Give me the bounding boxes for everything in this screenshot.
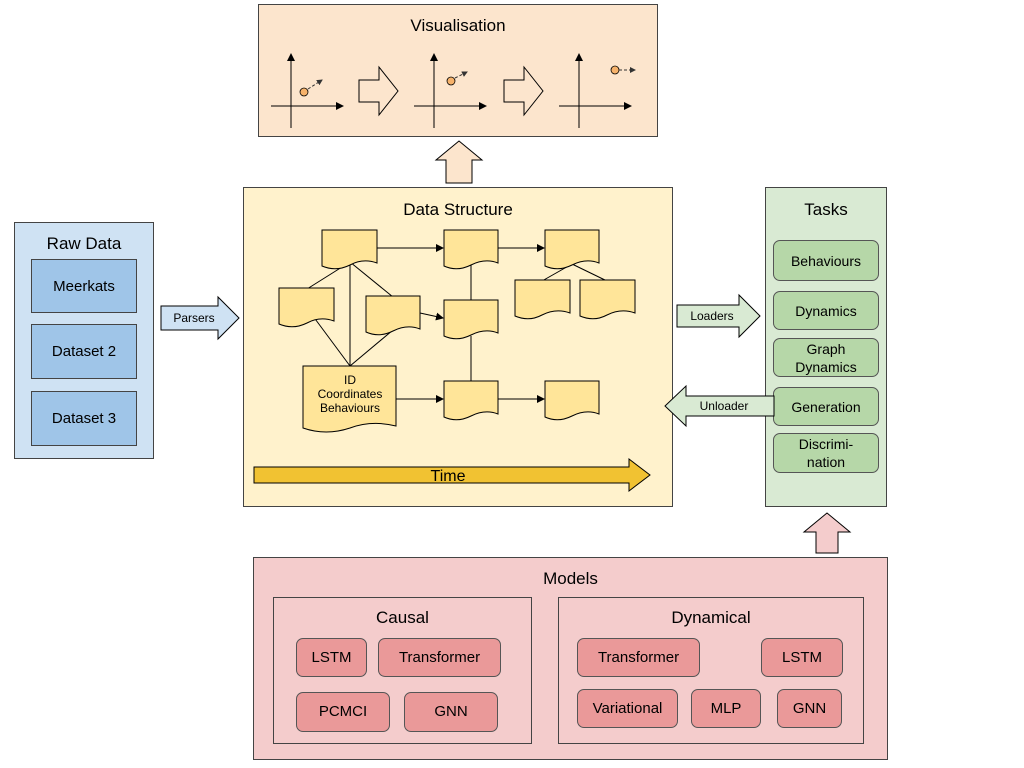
dynamical-model-mlp: MLP [691, 689, 761, 728]
model-label: LSTM [781, 648, 822, 666]
dynamical-group: Dynamical [558, 597, 864, 744]
data-node [544, 229, 600, 270]
tasks-title: Tasks [804, 200, 848, 219]
model-label: PCMCI [318, 703, 368, 720]
visualisation-step-arrow-1 [358, 65, 399, 117]
visualisation-panel: Visualisation [258, 4, 658, 137]
data-node-id-coordinates-behaviours [302, 365, 397, 433]
task-label: Behaviours [790, 252, 862, 269]
raw-data-item-label: Dataset 3 [51, 410, 117, 427]
time-label: Time [431, 468, 466, 485]
data-node [544, 380, 600, 421]
data-node-line-behaviours: Behaviours [320, 401, 380, 415]
task-label-line-2: nation [806, 454, 846, 470]
unloader-arrow [664, 384, 775, 428]
moving-point-marker [610, 65, 620, 75]
data-node [514, 279, 571, 320]
task-label-line-2: Dynamics [795, 358, 857, 375]
data-node [321, 229, 378, 270]
causal-model-lstm: LSTM [296, 638, 367, 677]
model-label: Transformer [398, 648, 481, 666]
data-node-line-coordinates: Coordinates [318, 387, 383, 401]
raw-data-item-dataset-2: Dataset 2 [31, 324, 137, 379]
visualisation-title: Visualisation [410, 16, 506, 35]
dynamical-model-transformer: Transformer [577, 638, 700, 677]
data-node [443, 229, 499, 270]
dynamical-title: Dynamical [671, 608, 751, 627]
task-discrimination: Discrimi- nation [773, 433, 879, 473]
model-label: GNN [792, 699, 827, 717]
unloader-label: Unloader [700, 399, 749, 413]
raw-data-item-meerkats: Meerkats [31, 259, 137, 313]
time-arrow [253, 457, 651, 493]
task-label-line-1: Discrimi- [798, 436, 854, 452]
dynamical-model-lstm: LSTM [761, 638, 843, 677]
data-node [443, 380, 499, 421]
visualisation-frame-3 [559, 53, 632, 128]
visualisation-step-arrow-2 [503, 65, 544, 117]
models-to-tasks-arrow [802, 512, 852, 554]
causal-model-pcmci: PCMCI [296, 692, 390, 732]
model-label: LSTM [311, 648, 352, 666]
raw-data-item-label: Dataset 2 [51, 343, 117, 360]
task-label: Dynamics [795, 302, 857, 319]
parsers-arrow [160, 295, 240, 341]
raw-data-item-dataset-3: Dataset 3 [31, 391, 137, 446]
task-dynamics: Dynamics [773, 291, 879, 330]
loaders-arrow [676, 293, 761, 339]
data-nodes [278, 229, 636, 433]
causal-title: Causal [376, 608, 429, 627]
loaders-label: Loaders [690, 309, 733, 323]
visualisation-frame-1 [271, 53, 344, 128]
data-node-line-id: ID [344, 373, 356, 387]
causal-group: Causal [273, 597, 532, 744]
data-to-visualisation-arrow [434, 140, 484, 184]
model-label: Variational [592, 699, 663, 717]
causal-model-gnn: GNN [404, 692, 498, 732]
moving-point-marker [299, 87, 309, 97]
task-behaviours: Behaviours [773, 240, 879, 281]
visualisation-frame-2 [414, 53, 487, 128]
task-label-line-1: Graph [806, 340, 846, 357]
model-label: GNN [434, 703, 468, 720]
raw-data-title: Raw Data [46, 234, 122, 253]
data-node [579, 279, 636, 320]
causal-model-transformer: Transformer [378, 638, 501, 677]
data-node [278, 287, 335, 328]
model-label: MLP [710, 699, 742, 717]
models-title: Models [543, 569, 598, 588]
task-graph-dynamics: Graph Dynamics [773, 338, 879, 377]
dynamical-model-gnn: GNN [777, 689, 842, 728]
motion-vector-arrow [454, 71, 468, 79]
motion-vector-arrow [307, 79, 323, 90]
model-label: Transformer [597, 648, 680, 666]
parsers-label: Parsers [173, 311, 214, 325]
raw-data-item-label: Meerkats [53, 277, 115, 295]
task-generation: Generation [773, 387, 879, 426]
moving-point-marker [446, 76, 456, 86]
task-label: Generation [791, 398, 861, 415]
data-node [443, 299, 499, 340]
data-structure-title: Data Structure [403, 200, 513, 219]
data-node [365, 295, 421, 336]
dynamical-model-variational: Variational [577, 689, 678, 728]
